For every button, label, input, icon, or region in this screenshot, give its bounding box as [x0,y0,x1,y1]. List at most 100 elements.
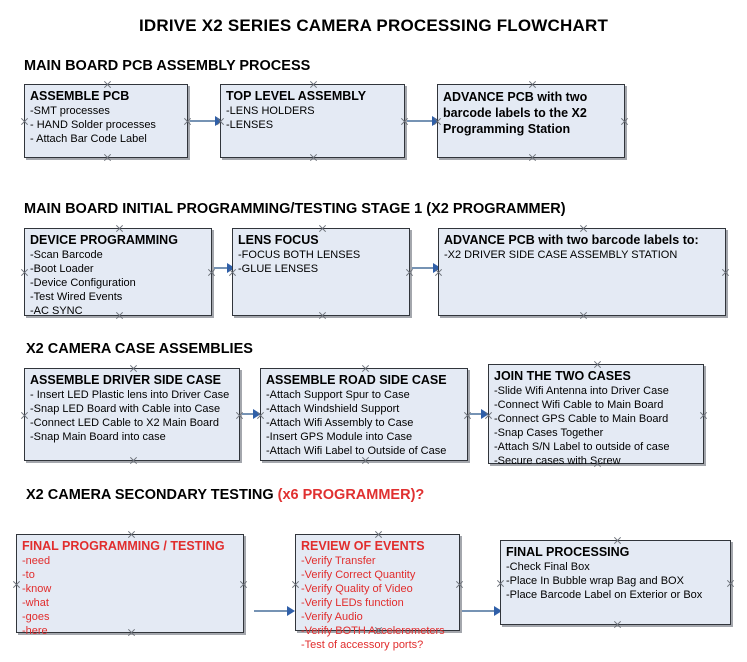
connection-point-right[interactable] [620,117,629,126]
connection-point-right[interactable] [699,411,708,420]
connection-point-top[interactable] [318,224,327,233]
arrowhead-icon [432,116,440,126]
node-line: -Verify Quality of Video [301,583,413,595]
node-line: -Attach S/N Label to outside of case [494,441,670,453]
connection-point-top[interactable] [115,224,124,233]
node-final-programming-testing[interactable]: FINAL PROGRAMMING / TESTING -need -to -k… [16,534,244,637]
node-line: -what [22,597,49,609]
connection-point-bottom[interactable] [309,153,318,162]
section-heading-text: X2 CAMERA CASE ASSEMBLIES [26,341,253,357]
node-title: ASSEMBLE ROAD SIDE CASE [266,373,447,387]
connector-review-of-events-to-final-processing [462,610,496,612]
connection-point-right[interactable] [239,580,248,589]
node-line: - HAND Solder processes [30,119,156,131]
connection-point-right[interactable] [455,580,464,589]
arrowhead-icon [287,606,295,616]
connection-point-top[interactable] [129,364,138,373]
node-review-of-events[interactable]: REVIEW OF EVENTS -Verify Transfer -Verif… [295,534,460,651]
connection-point-bottom[interactable] [579,311,588,320]
node-line: -Snap Cases Together [494,427,604,439]
connection-point-left[interactable] [12,580,21,589]
connection-point-right[interactable] [726,579,735,588]
node-assemble-road-side-case[interactable]: ASSEMBLE ROAD SIDE CASE -Attach Support … [260,368,468,461]
connection-point-top[interactable] [127,530,136,539]
node-line: -X2 DRIVER SIDE CASE ASSEMBLY STATION [444,249,678,261]
node-title: ADVANCE PCB with two barcode labels to t… [443,90,588,136]
node-line: -Place Barcode Label on Exterior or Box [506,589,703,601]
connector-device-programming-to-lens-focus [214,267,230,269]
connection-point-left[interactable] [20,117,29,126]
node-line: -Verify BOTH Accelerometers [301,625,445,637]
arrowhead-icon [227,263,235,273]
node-assemble-pcb[interactable]: ASSEMBLE PCB -SMT processes - HAND Solde… [24,84,188,158]
node-line: -Connect GPS Cable to Main Board [494,413,669,425]
connector-driver-side-to-road-side [242,413,258,415]
node-line: -here [22,625,48,637]
node-title: FINAL PROGRAMMING / TESTING [22,539,225,553]
connector-lens-focus-to-advance-pcb [412,267,436,269]
connection-point-top[interactable] [613,536,622,545]
node-line: - Attach Bar Code Label [30,133,147,145]
node-line: -Boot Loader [30,263,94,275]
node-line: -GLUE LENSES [238,263,319,275]
connection-point-top[interactable] [579,224,588,233]
connection-point-left[interactable] [20,268,29,277]
connection-point-bottom[interactable] [528,153,537,162]
node-line: -Connect Wifi Cable to Main Board [494,399,664,411]
connection-point-right[interactable] [721,268,730,277]
connection-point-top[interactable] [361,364,370,373]
node-final-processing[interactable]: FINAL PROCESSING -Check Final Box -Place… [500,540,731,625]
node-line: - Insert LED Plastic lens into Driver Ca… [30,389,230,401]
connection-point-left[interactable] [291,580,300,589]
node-title: ADVANCE PCB with two barcode labels to: [444,233,699,247]
node-lens-focus[interactable]: LENS FOCUS -FOCUS BOTH LENSES -GLUE LENS… [232,228,410,316]
node-line: -LENS HOLDERS [226,105,315,117]
node-line-overflow: -Test of accessory ports? [301,639,424,651]
connection-point-top[interactable] [374,530,383,539]
connection-point-top[interactable] [103,80,112,89]
connection-point-left[interactable] [20,411,29,420]
connection-point-right[interactable] [405,268,414,277]
section-heading-x2-camera-secondary-testing: X2 CAMERA SECONDARY TESTING (x6 PROGRAMM… [26,487,424,503]
node-line: -Place In Bubble wrap Bag and BOX [506,575,684,587]
connection-point-bottom[interactable] [318,311,327,320]
section-heading-text: MAIN BOARD PCB ASSEMBLY PROCESS [24,58,311,74]
node-advance-pcb-to-driver-side-case-assembly-station[interactable]: ADVANCE PCB with two barcode labels to: … [438,228,726,316]
connection-point-top[interactable] [593,360,602,369]
section-heading-text: X2 CAMERA SECONDARY TESTING [26,487,278,503]
node-line: -Attach Windshield Support [266,403,400,415]
node-line: -to [22,569,35,581]
node-join-the-two-cases[interactable]: JOIN THE TWO CASES -Slide Wifi Antenna i… [488,364,704,467]
connector-final-programming-to-review-of-events [254,610,288,612]
arrowhead-icon [433,263,441,273]
connection-point-bottom[interactable] [613,620,622,629]
node-title: ASSEMBLE PCB [30,89,130,103]
node-assemble-driver-side-case[interactable]: ASSEMBLE DRIVER SIDE CASE - Insert LED P… [24,368,240,461]
node-line: -Verify Audio [301,611,363,623]
section-heading-main-board-pcb-assembly-process: MAIN BOARD PCB ASSEMBLY PROCESS [24,58,310,74]
connection-point-top[interactable] [309,80,318,89]
connection-point-right[interactable] [207,268,216,277]
node-top-level-assembly[interactable]: TOP LEVEL ASSEMBLY -LENS HOLDERS -LENSES [220,84,405,158]
node-line: -Verify Transfer [301,555,376,567]
connection-point-left[interactable] [496,579,505,588]
node-line: -Secure cases with Screw [494,455,621,467]
section-heading-main-board-initial-programming-testing-stage-1: MAIN BOARD INITIAL PROGRAMMING/TESTING S… [24,201,566,217]
connection-point-bottom[interactable] [129,456,138,465]
node-line: -need [22,555,51,567]
node-title: FINAL PROCESSING [506,545,630,559]
section-heading-accent: (x6 PROGRAMMER)? [277,487,425,503]
node-line: -SMT processes [30,105,110,117]
connection-point-top[interactable] [528,80,537,89]
arrowhead-icon [215,116,223,126]
node-line: -Check Final Box [506,561,590,573]
node-title: JOIN THE TWO CASES [494,369,631,383]
arrowhead-icon [481,409,489,419]
node-device-programming[interactable]: DEVICE PROGRAMMING -Scan Barcode -Boot L… [24,228,212,317]
node-advance-pcb-to-x2-programming-station[interactable]: ADVANCE PCB with two barcode labels to t… [437,84,625,158]
connection-point-bottom[interactable] [103,153,112,162]
node-line: -goes [22,611,50,623]
node-line: -Scan Barcode [30,249,103,261]
node-line: -Attach Wifi Assembly to Case [266,417,414,429]
